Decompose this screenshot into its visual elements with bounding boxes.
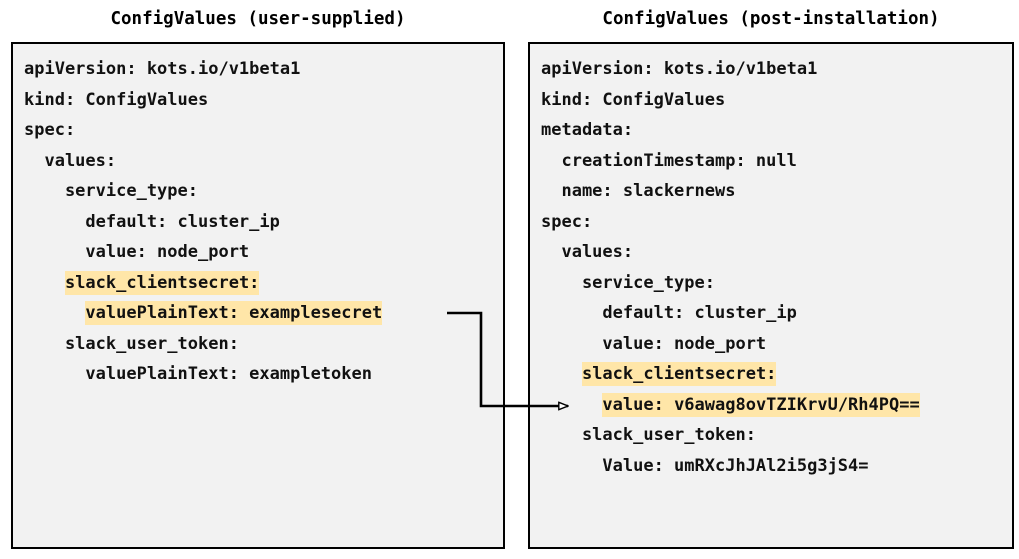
yaml-text: default: cluster_ip [541, 303, 797, 323]
yaml-text: spec: [541, 211, 593, 232]
config-values-user-supplied-panel: ConfigValues (user-supplied) apiVersion:… [0, 4, 517, 555]
yaml-line: valuePlainText: exampletoken [24, 359, 503, 390]
yaml-line: service_type: [541, 268, 1012, 299]
yaml-line: slack_user_token: [24, 329, 503, 360]
yaml-line: slack_clientsecret: [24, 268, 503, 299]
yaml-highlighted-text: slack_clientsecret: [64, 270, 260, 295]
yaml-text [24, 273, 65, 293]
yaml-text [541, 395, 602, 415]
yaml-highlighted-text: value: v6awag8ovTZIKrvU/Rh4PQ== [602, 392, 920, 417]
yaml-text: metadata: [541, 120, 634, 140]
yaml-text: value: node_port [541, 333, 767, 354]
panel-title-user-supplied: ConfigValues (user-supplied) [110, 9, 406, 29]
yaml-text: slack_user_token: [24, 333, 239, 354]
yaml-text: creationTimestamp: null [541, 150, 797, 171]
yaml-line: kind: ConfigValues [541, 85, 1012, 116]
yaml-lines-post-installation: apiVersion: kots.io/v1beta1 kind: ConfigV… [541, 54, 1012, 481]
yaml-line: value: node_port [24, 237, 503, 268]
yaml-text: default: cluster_ip [24, 211, 280, 232]
yaml-line: service_type: [24, 176, 503, 207]
yaml-text: spec: [24, 120, 76, 140]
config-values-post-installation-panel: ConfigValues (post-installation) apiVers… [517, 4, 1019, 555]
yaml-text: values: [541, 242, 634, 262]
yaml-text: valuePlainText: exampletoken [24, 364, 372, 384]
yaml-line: metadata: [541, 115, 1012, 146]
yaml-text [541, 364, 582, 384]
yaml-line: slack_clientsecret: [541, 359, 1012, 390]
yaml-line: Value: umRXcJhJAl2i5g3jS4= [541, 451, 1012, 482]
yaml-line: name: slackernews [541, 176, 1012, 207]
yaml-text: slack_user_token: [541, 425, 756, 445]
yaml-line: value: node_port [541, 329, 1012, 360]
yaml-line: values: [24, 146, 503, 177]
yaml-line: apiVersion: kots.io/v1beta1 [541, 54, 1012, 85]
yaml-line: creationTimestamp: null [541, 146, 1012, 177]
yaml-line: value: v6awag8ovTZIKrvU/Rh4PQ== [541, 390, 1012, 421]
yaml-code-box-post-installation: apiVersion: kots.io/v1beta1 kind: ConfigV… [528, 42, 1014, 549]
yaml-line: slack_user_token: [541, 420, 1012, 451]
yaml-text: kind: ConfigValues [24, 89, 209, 110]
yaml-text: service_type: [24, 181, 198, 201]
yaml-line: spec: [24, 115, 503, 146]
yaml-text: kind: ConfigValues [541, 89, 726, 110]
yaml-line: default: cluster_ip [24, 207, 503, 238]
yaml-line: values: [541, 237, 1012, 268]
yaml-code-box-user-supplied: apiVersion: kots.io/v1beta1 kind: ConfigV… [11, 42, 505, 549]
yaml-line: default: cluster_ip [541, 298, 1012, 329]
yaml-text: apiVersion: kots.io/v1beta1 [541, 59, 818, 79]
yaml-text: name: slackernews [541, 181, 736, 201]
yaml-text: values: [24, 150, 117, 171]
yaml-text: Value: umRXcJhJAl2i5g3jS4= [541, 455, 869, 476]
yaml-text: apiVersion: kots.io/v1beta1 [24, 59, 301, 79]
yaml-line: kind: ConfigValues [24, 85, 503, 116]
yaml-text: value: node_port [24, 242, 250, 262]
yaml-lines-user-supplied: apiVersion: kots.io/v1beta1 kind: ConfigV… [24, 54, 503, 390]
yaml-text: service_type: [541, 272, 715, 293]
yaml-line: apiVersion: kots.io/v1beta1 [24, 54, 503, 85]
yaml-highlighted-text: valuePlainText: examplesecret [85, 301, 383, 325]
yaml-text [24, 303, 85, 323]
yaml-line: spec: [541, 207, 1012, 238]
yaml-highlighted-text: slack_clientsecret: [581, 362, 777, 386]
yaml-line: valuePlainText: examplesecret [24, 298, 503, 329]
panel-title-post-installation: ConfigValues (post-installation) [602, 9, 940, 29]
